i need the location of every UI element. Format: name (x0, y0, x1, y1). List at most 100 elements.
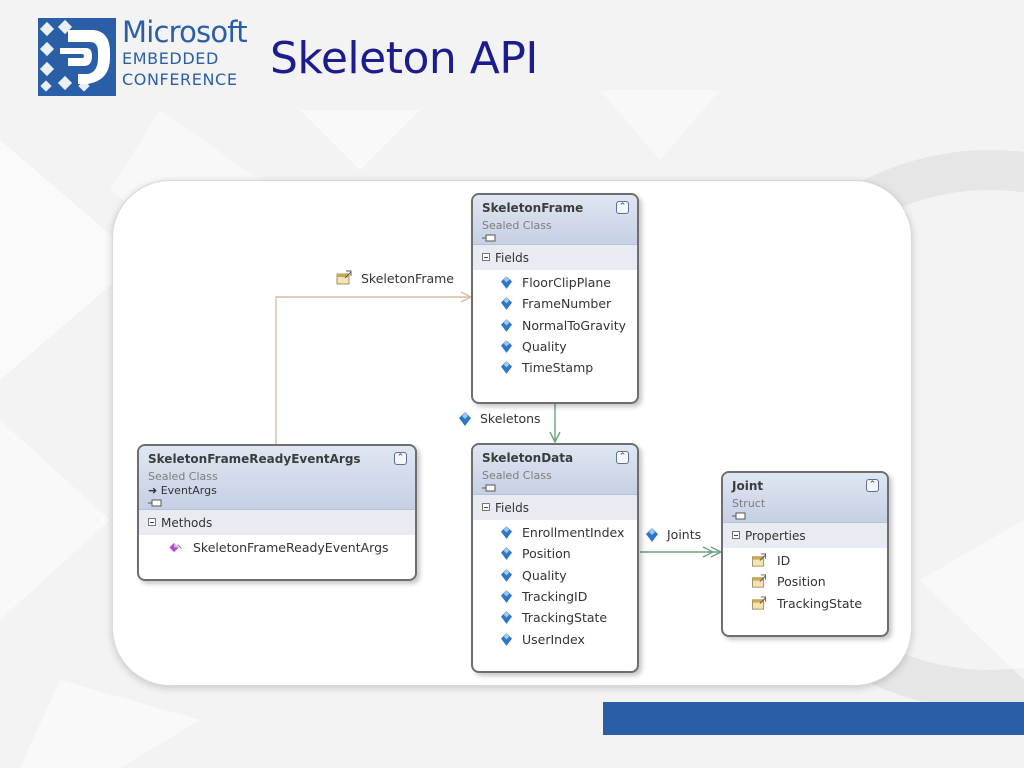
member-item[interactable]: NormalToGravity (473, 315, 637, 336)
class-name: SkeletonFrame (482, 201, 584, 215)
association-label-joints: Joints (646, 527, 701, 542)
section-label: Methods (161, 516, 213, 530)
field-icon (459, 411, 471, 426)
class-header: SkeletonFrameReadyEventArgs Sealed Class… (139, 446, 415, 510)
brand-line-2: CONFERENCE (122, 70, 238, 89)
member-label: SkeletonFrameReadyEventArgs (193, 540, 389, 556)
base-class: ➜ EventArgs (148, 484, 407, 498)
conference-logo (38, 18, 116, 96)
field-icon (501, 297, 522, 311)
member-item[interactable]: TrackingID (473, 586, 637, 607)
inherit-arrow-icon: ➜ (148, 484, 158, 497)
member-item[interactable]: FrameNumber (473, 293, 637, 314)
property-icon (751, 574, 777, 589)
association-label-skeletonframe: SkeletonFrame (336, 270, 454, 286)
class-kind: Sealed Class (482, 469, 552, 482)
member-item[interactable]: ID (723, 550, 887, 571)
member-item[interactable]: FloorClipPlane (473, 272, 637, 293)
section-header[interactable]: Methods (139, 510, 415, 535)
member-label: NormalToGravity (522, 317, 627, 333)
member-label: Position (777, 574, 826, 590)
member-label: TrackingID (522, 589, 588, 605)
member-item[interactable]: TrackingState (723, 593, 887, 614)
member-label: EnrollmentIndex (522, 525, 625, 541)
member-item[interactable]: Quality (473, 336, 637, 357)
class-box-skeletonframereadyeventargs[interactable]: SkeletonFrameReadyEventArgs Sealed Class… (137, 444, 417, 581)
brand-name: Microsoft (122, 15, 248, 49)
member-label: FloorClipPlane (522, 275, 611, 291)
minus-box-icon (482, 253, 490, 261)
class-kind: Struct (732, 497, 766, 510)
member-label: Quality (522, 339, 567, 355)
member-label: ID (777, 553, 791, 569)
field-icon (646, 527, 658, 542)
section-label: Properties (745, 529, 806, 543)
member-item[interactable]: Quality (473, 565, 637, 586)
field-icon (501, 590, 522, 603)
class-name: SkeletonFrameReadyEventArgs (148, 452, 361, 466)
pin-icon (482, 484, 496, 492)
collapse-icon[interactable]: ⌃ (866, 479, 879, 492)
member-label: TrackingState (777, 595, 863, 611)
member-item[interactable]: Position (473, 543, 637, 564)
association-label-text: Joints (667, 527, 702, 542)
field-icon (501, 526, 522, 540)
class-header: Joint Struct ⌃ (723, 473, 887, 523)
minus-box-icon (148, 518, 156, 526)
class-header: SkeletonData Sealed Class ⌃ (473, 445, 637, 495)
field-icon (501, 276, 522, 290)
slide-title: Skeleton API (270, 33, 538, 84)
member-label: Position (522, 546, 571, 562)
member-list: SkeletonFrameReadyEventArgs (139, 535, 415, 561)
collapse-icon[interactable]: ⌃ (616, 201, 629, 214)
member-item[interactable]: UserIndex (473, 628, 637, 649)
section-header[interactable]: Fields (473, 495, 637, 520)
field-icon (501, 547, 522, 561)
section-label: Fields (495, 501, 529, 515)
section-header[interactable]: Properties (723, 523, 887, 548)
class-name: Joint (732, 479, 764, 493)
footer-accent-bar (603, 702, 1024, 735)
brand-block: Microsoft EMBEDDED CONFERENCE (122, 15, 248, 90)
collapse-icon[interactable]: ⌃ (616, 451, 629, 464)
class-box-skeletondata[interactable]: SkeletonData Sealed Class ⌃ Fields Enrol… (471, 443, 639, 673)
member-item[interactable]: EnrollmentIndex (473, 522, 637, 543)
member-item[interactable]: SkeletonFrameReadyEventArgs (139, 537, 415, 558)
section-label: Fields (495, 251, 529, 265)
property-icon (336, 270, 352, 285)
property-icon (751, 596, 777, 611)
collapse-icon[interactable]: ⌃ (394, 452, 407, 465)
member-label: FrameNumber (522, 296, 612, 312)
skeletonframe-association-line (275, 297, 471, 445)
base-class-name: EventArgs (160, 484, 217, 497)
member-label: Quality (522, 567, 567, 583)
member-label: TrackingState (522, 610, 608, 626)
member-item[interactable]: Position (723, 571, 887, 592)
member-item[interactable]: TrackingState (473, 607, 637, 628)
field-icon (501, 568, 522, 582)
field-icon (501, 361, 522, 375)
method-icon (167, 541, 193, 554)
member-item[interactable]: TimeStamp (473, 357, 637, 378)
minus-box-icon (732, 531, 740, 539)
class-header: SkeletonFrame Sealed Class ⌃ (473, 195, 637, 245)
field-icon (501, 611, 522, 625)
property-icon (751, 553, 777, 568)
class-kind: Sealed Class (482, 219, 552, 232)
minus-box-icon (482, 503, 490, 511)
field-icon (501, 632, 522, 646)
pin-icon (148, 499, 162, 507)
section-header[interactable]: Fields (473, 245, 637, 270)
brand-line-1: EMBEDDED (122, 49, 219, 68)
pin-icon (732, 512, 746, 520)
class-box-skeletonframe[interactable]: SkeletonFrame Sealed Class ⌃ Fields Floo… (471, 193, 639, 404)
pin-icon (482, 234, 496, 242)
field-icon (501, 340, 522, 353)
class-kind: Sealed Class (148, 470, 218, 483)
class-name: SkeletonData (482, 451, 574, 465)
